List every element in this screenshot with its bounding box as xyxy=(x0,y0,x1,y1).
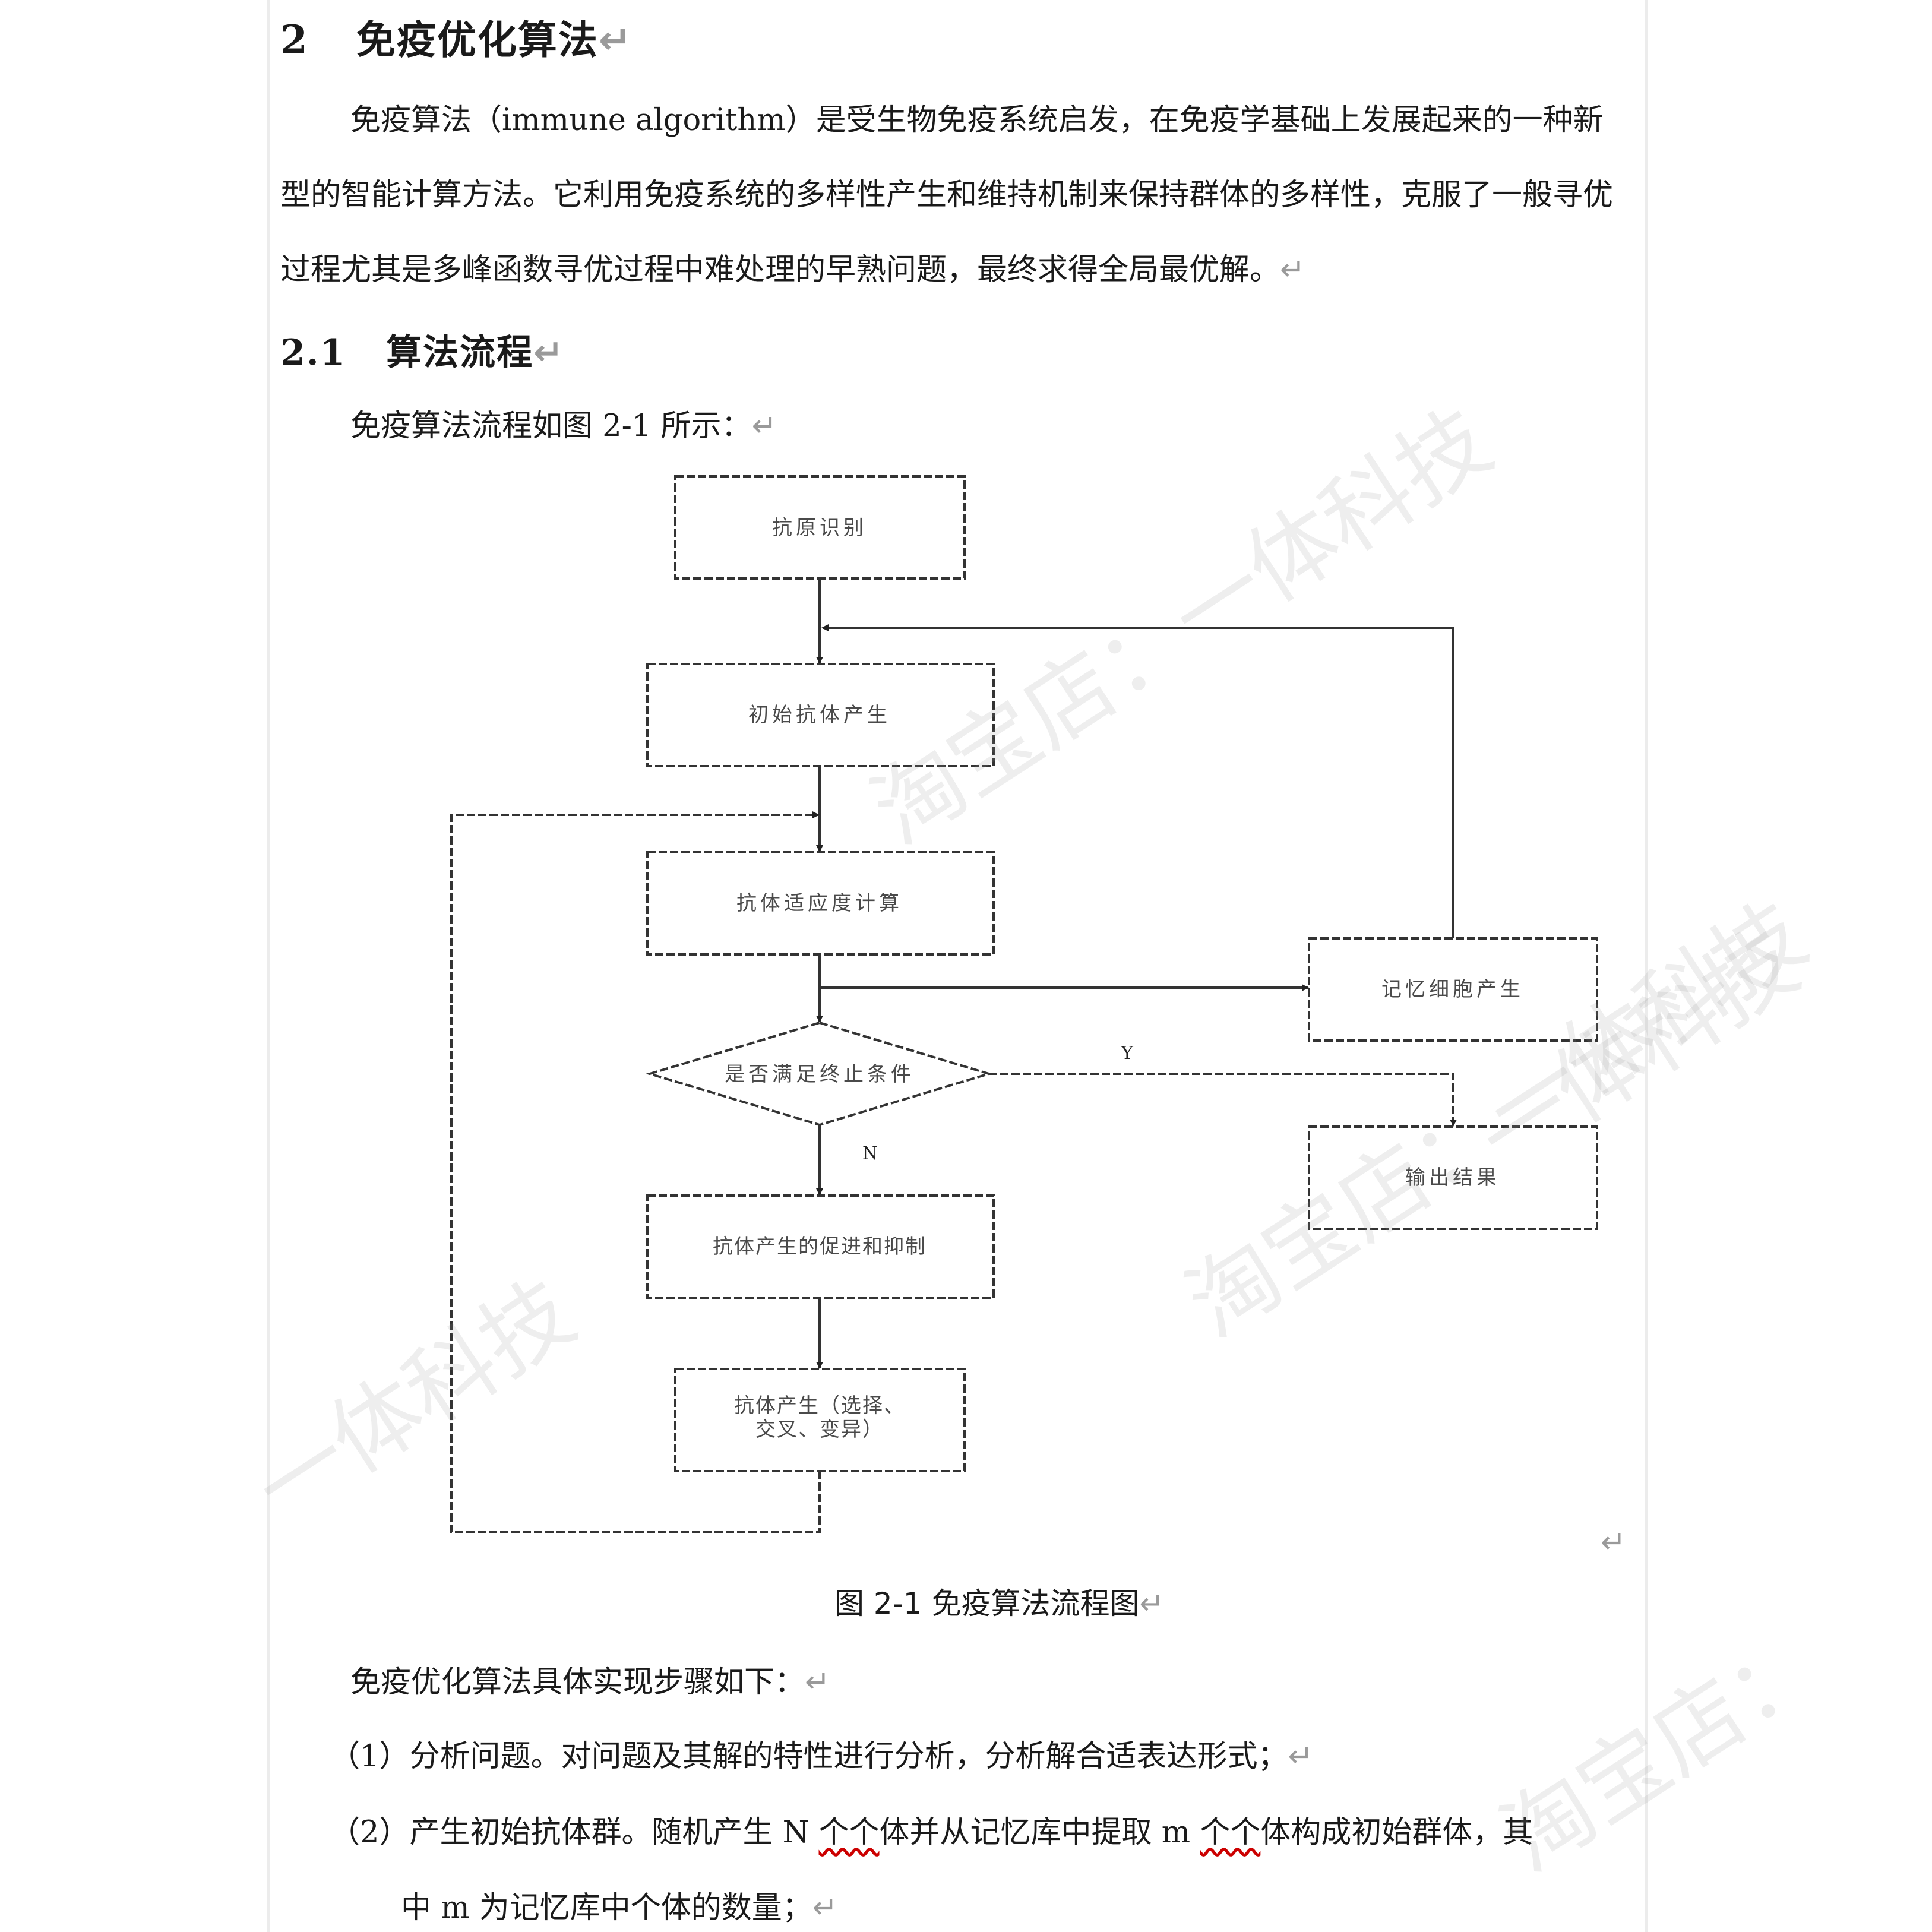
arrow-loop-back xyxy=(450,811,821,1533)
step-text: 体构成初始群体，其 xyxy=(1260,1815,1533,1850)
steps-intro: 免疫优化算法具体实现步骤如下：↵ xyxy=(350,1657,830,1701)
figure-reference-text: 免疫算法流程如图 2-1 所示： xyxy=(350,409,752,444)
steps-intro-text: 免疫优化算法具体实现步骤如下： xyxy=(350,1665,805,1700)
page-left-edge xyxy=(267,0,270,1932)
step-item: （1）分析问题。对问题及其解的特性进行分析，分析解合适表达形式；↵ xyxy=(330,1731,1313,1775)
figure-caption: 图 2-1 免疫算法流程图↵ xyxy=(834,1580,1164,1623)
output-box xyxy=(1308,1125,1598,1230)
node-fitness-label: 抗体适应度计算 xyxy=(736,891,903,915)
paragraph-mark: ↵ xyxy=(805,1665,830,1700)
node-antigen-label: 抗原识别 xyxy=(772,516,867,540)
step-text: 体并从记忆库中提取 m xyxy=(879,1815,1200,1850)
node-memory-label: 记忆细胞产生 xyxy=(1381,978,1524,1001)
intro-paragraph: 免疫算法（immune algorithm）是受生物免疫系统启发，在免疫学基础上… xyxy=(280,83,1623,308)
paragraph-mark: ↵ xyxy=(812,1890,838,1925)
step-text: 分析问题。对问题及其解的特性进行分析，分析解合适表达形式； xyxy=(409,1739,1288,1774)
paragraph-mark: ↵ xyxy=(1280,252,1305,287)
step-continuation: 中 m 为记忆库中个体的数量；↵ xyxy=(401,1883,838,1927)
node-output-label: 输出结果 xyxy=(1405,1166,1500,1190)
paragraph-mark: ↵ xyxy=(533,332,565,374)
step-number: （1） xyxy=(330,1739,410,1774)
no-label: N xyxy=(862,1143,878,1164)
paragraph-mark: ↵ xyxy=(598,17,633,63)
memory-box xyxy=(1308,937,1598,1042)
yes-label: Y xyxy=(1121,1043,1134,1064)
subsection-number: 2.1 xyxy=(280,332,346,374)
subsection-heading: 2.1 算法流程↵ xyxy=(280,324,564,375)
node-decision-label: 是否满足终止条件 xyxy=(725,1063,915,1086)
figure-caption-text: 图 2-1 免疫算法流程图 xyxy=(834,1586,1140,1621)
step-text: 产生初始抗体群。随机产生 N xyxy=(409,1815,819,1850)
section-heading: 2 免疫优化算法↵ xyxy=(280,8,633,65)
figure-paragraph-mark: ↵ xyxy=(1601,1525,1626,1560)
heading-number: 2 xyxy=(280,17,309,63)
intro-text: 免疫算法（immune algorithm）是受生物免疫系统启发，在免疫学基础上… xyxy=(280,103,1614,287)
step-text: 中 m 为记忆库中个体的数量； xyxy=(401,1890,812,1925)
spellcheck-word: 个个 xyxy=(1200,1815,1261,1850)
figure-reference: 免疫算法流程如图 2-1 所示：↵ xyxy=(350,401,777,445)
node-promote-label: 抗体产生的促进和抑制 xyxy=(713,1235,927,1259)
arrow-yes-output xyxy=(989,1073,1457,1127)
heading-title: 免疫优化算法 xyxy=(356,17,599,63)
paragraph-mark: ↵ xyxy=(1139,1586,1165,1621)
spellcheck-word: 个个 xyxy=(818,1815,880,1850)
paragraph-mark: ↵ xyxy=(1288,1739,1314,1774)
paragraph-mark: ↵ xyxy=(751,409,777,444)
step-item: （2）产生初始抗体群。随机产生 N 个个体并从记忆库中提取 m 个个体构成初始群… xyxy=(330,1807,1533,1851)
subsection-title: 算法流程 xyxy=(386,332,534,374)
step-number: （2） xyxy=(330,1815,410,1850)
node-produce-label-1: 抗体产生（选择、 xyxy=(734,1394,905,1418)
node-produce-label-2: 交叉、变异） xyxy=(755,1418,884,1441)
node-init-label: 初始抗体产生 xyxy=(748,703,891,727)
page-right-edge xyxy=(1645,0,1648,1932)
arrow-memory-feedback xyxy=(821,624,1454,938)
